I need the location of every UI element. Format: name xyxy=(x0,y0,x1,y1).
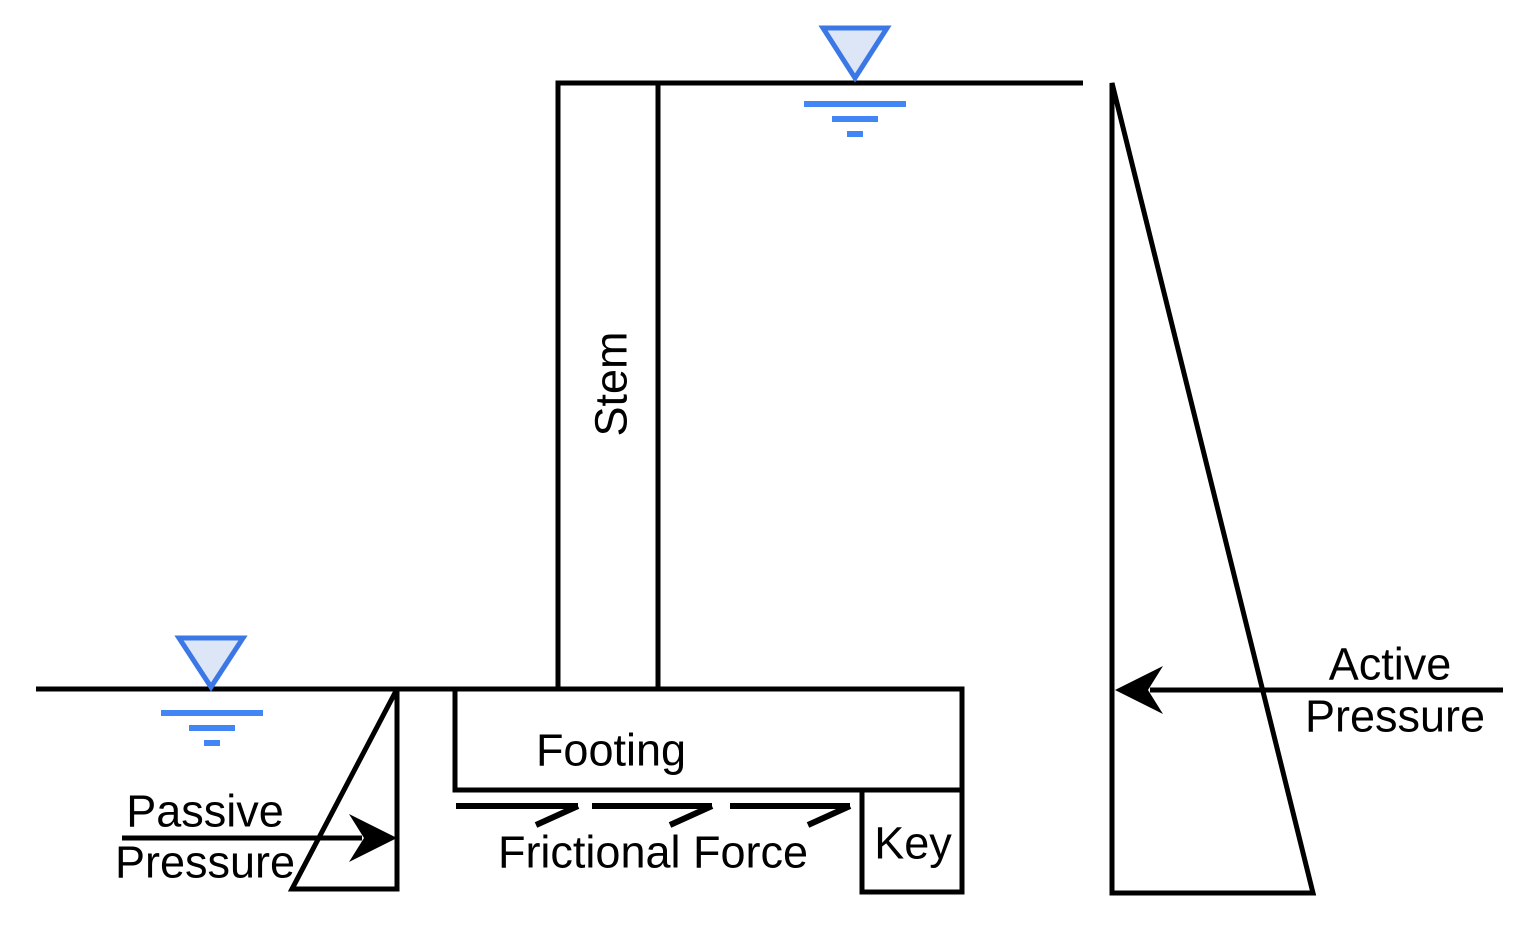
key-label: Key xyxy=(874,818,952,869)
stem-label: Stem xyxy=(586,331,637,436)
water-table-icon-top xyxy=(804,25,906,137)
friction-arrow-1 xyxy=(456,803,580,828)
friction-arrow-1-barb xyxy=(534,803,580,828)
frictional-force-label: Frictional Force xyxy=(498,827,808,878)
water-triangle-icon xyxy=(818,25,892,83)
active-pressure-label: Active Pressure xyxy=(1305,639,1485,742)
water-table-icon-left xyxy=(161,635,263,746)
stem-outline xyxy=(555,80,661,692)
active-pressure-label-line1: Active xyxy=(1329,639,1452,690)
water-triangle-icon xyxy=(174,635,248,692)
passive-pressure-arrowhead-icon xyxy=(349,814,397,862)
active-pressure-triangle xyxy=(1109,82,1317,896)
friction-arrow-3-barb xyxy=(806,803,852,828)
passive-pressure-triangle xyxy=(287,687,400,892)
passive-pressure-label-line1: Passive xyxy=(126,786,284,837)
footing-label: Footing xyxy=(536,725,686,776)
friction-arrow-3 xyxy=(730,803,852,828)
footing-outline xyxy=(452,686,965,793)
active-pressure-label-line2: Pressure xyxy=(1305,691,1485,742)
passive-pressure-label: Passive Pressure xyxy=(115,786,295,888)
friction-arrow-2 xyxy=(592,803,714,828)
active-pressure-arrow xyxy=(1115,666,1503,714)
friction-arrow-2-barb xyxy=(668,803,714,828)
passive-pressure-arrow xyxy=(122,814,397,862)
key-outline xyxy=(859,787,965,895)
active-pressure-arrowhead-icon xyxy=(1115,666,1163,714)
frictional-force-arrows xyxy=(456,803,852,828)
passive-pressure-label-line2: Pressure xyxy=(115,837,295,888)
